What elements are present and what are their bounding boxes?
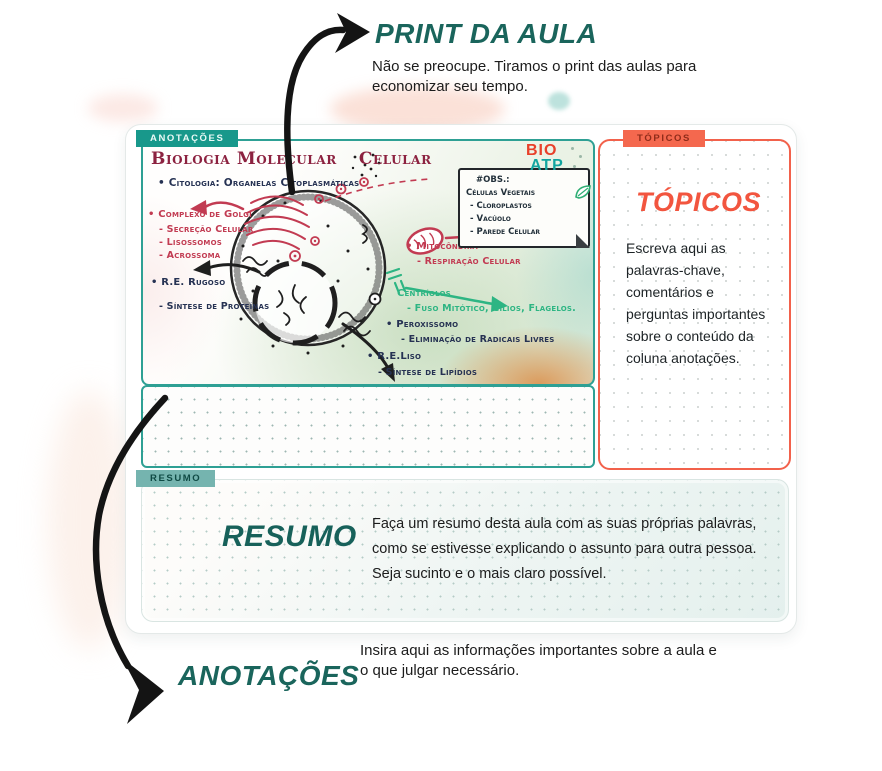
note-peroxissomo-sub: - Eliminação de Radicais Livres — [401, 334, 555, 345]
sparkle-icon — [571, 147, 574, 150]
note-reliso: • R.E.Liso — [367, 351, 422, 362]
summary-description: Faça um resumo desta aula com as suas pr… — [372, 516, 757, 582]
note-golgi-sub: - Secreção Celular — [159, 224, 254, 235]
topics-panel: TÓPICOS Escreva aqui as palavras-chave, … — [598, 139, 791, 470]
obs-item: - Vacúolo — [470, 214, 511, 224]
lecture-title-right: Celular — [358, 149, 432, 169]
background-blob — [48, 390, 130, 650]
topics-heading: TÓPICOS — [636, 187, 762, 217]
note-mito: • Mitocôndria — [406, 241, 478, 252]
note-rer-sub: - Síntese de Proteínas — [159, 301, 270, 312]
summary-badge: RESUMO — [136, 470, 216, 487]
cell-diagram-illustration — [190, 153, 510, 382]
print-callout-description: Não se preocupe. Tiramos o print das aul… — [372, 58, 697, 95]
annotations-callout-description: Insira aqui as informações importantes s… — [360, 642, 717, 679]
note-golgi: • Complexo de Golgi — [148, 209, 252, 220]
note-centriolos: Centríolos — [397, 288, 451, 299]
topics-badge: TÓPICOS — [623, 130, 705, 147]
background-blob — [548, 92, 570, 110]
annotations-callout-title: ANOTAÇÕES — [178, 660, 360, 691]
summary-heading: RESUMO — [222, 520, 357, 553]
print-callout-title: PRINT DA AULA — [375, 18, 598, 49]
note-mito-sub: - Respiração Celular — [417, 256, 521, 267]
obs-sticky-note: #OBS.: Células Vegetais - Cloroplastos -… — [458, 168, 591, 248]
note-golgi-sub: - Lisossomos — [159, 237, 222, 248]
lecture-subtitle: • Citologia: Organelas Citoplasmáticas — [158, 177, 360, 189]
annotations-badge: ANOTAÇÕES — [136, 130, 239, 147]
lecture-title-left: Biologia Molecular — [151, 149, 337, 169]
annotations-panel: Biologia Molecular Celular • Citologia: O… — [141, 139, 595, 386]
logo-atp: ATP — [530, 157, 564, 174]
background-blob — [88, 94, 158, 122]
bioatp-logo: BIO ATP — [526, 142, 564, 174]
leaf-icon — [575, 185, 591, 199]
sparkle-icon — [573, 165, 576, 168]
sparkle-icon — [579, 155, 582, 158]
lecture-title: Biologia Molecular Celular — [151, 149, 432, 169]
obs-item: - Parede Celular — [470, 227, 541, 237]
obs-title: Células Vegetais — [466, 188, 536, 198]
note-reliso-sub: - Síntese de Lipídios — [378, 367, 478, 378]
notes-writing-area — [141, 385, 595, 468]
note-golgi-sub: - Acrossoma — [159, 250, 221, 261]
note-centriolos-sub: - Fuso Mitótico, Cílios, Flagelos. — [407, 303, 576, 314]
template-card: Biologia Molecular Celular • Citologia: O… — [125, 124, 797, 634]
note-rer: • R.E. Rugoso — [151, 277, 226, 288]
note-peroxissomo: • Peroxissomo — [386, 319, 459, 330]
obs-item: - Cloroplastos — [470, 201, 532, 211]
summary-panel: RESUMO Faça um resumo desta aula com as … — [141, 479, 789, 622]
obs-header: #OBS.: — [476, 175, 510, 185]
topics-description: Escreva aqui as palavras-chave, comentár… — [626, 240, 766, 366]
logo-bio: BIO — [526, 142, 558, 159]
